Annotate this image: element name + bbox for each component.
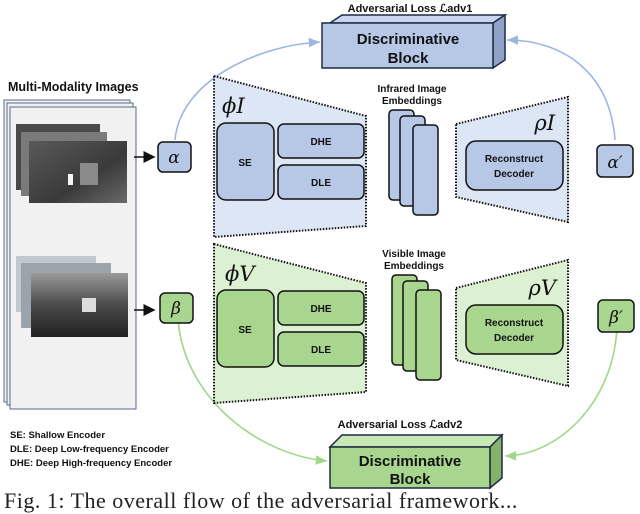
infrared-embeddings [388, 109, 439, 216]
svg-text:β: β [170, 299, 181, 319]
alpha-node: α [157, 141, 192, 173]
se-block-bottom [216, 289, 275, 368]
svg-text:SE: SE [238, 158, 252, 169]
disc-bottom-line2: Block [390, 471, 432, 488]
svg-text:Reconstruct: Reconstruct [485, 318, 544, 329]
svg-text:DHE: DHE [310, 137, 331, 148]
decoder-symbol-rho-v: ρV [527, 276, 557, 300]
legend-se: SE: Shallow Encoder [10, 430, 105, 441]
beta-node: β [159, 292, 194, 324]
framework-diagram: Adversarial Loss ℒadv1 Discriminative Bl… [3, 3, 635, 490]
dhe-block-top [277, 123, 365, 159]
infrared-embeddings-label-2: Embeddings [382, 96, 442, 107]
alpha-prime-to-disc-connector [506, 35, 616, 141]
svg-text:SE: SE [238, 325, 252, 336]
abbreviation-legend: SE: Shallow Encoder DLE: Deep Low-freque… [10, 430, 172, 469]
svg-text:DHE: DHE [310, 304, 331, 315]
infrared-decoder: ρI Reconstruct Decoder [455, 95, 569, 224]
se-block-top [216, 122, 275, 201]
visible-decoder: ρV Reconstruct Decoder [455, 258, 569, 388]
decoder-symbol-rho-i: ρI [533, 111, 555, 135]
svg-text:α′: α′ [607, 153, 622, 173]
figure-caption: Fig. 1: The overall flow of the adversar… [4, 488, 518, 513]
alpha-prime-node: α′ [596, 144, 634, 178]
dle-block-top [277, 164, 365, 200]
reconstruct-decoder-bottom [465, 304, 564, 355]
dhe-block-bottom [277, 290, 365, 326]
adversarial-loss-1-label: Adversarial Loss ℒadv1 [348, 3, 473, 15]
legend-dhe: DHE: Deep High-frequency Encoder [10, 458, 172, 469]
discriminative-block-bottom: Discriminative Block [328, 433, 504, 490]
beta-prime-to-disc-connector [504, 324, 618, 461]
disc-top-line2: Block [388, 50, 430, 67]
visible-encoder: ϕV SE DHE DLE [213, 242, 367, 405]
beta-to-disc-connector [177, 319, 328, 465]
infrared-image-front [29, 141, 127, 203]
svg-text:Reconstruct: Reconstruct [485, 154, 544, 165]
visible-image-front [31, 273, 128, 337]
infrared-encoder: ϕI SE DHE DLE [213, 74, 367, 239]
svg-text:DLE: DLE [311, 178, 331, 189]
adversarial-loss-2-label: Adversarial Loss ℒadv2 [338, 419, 463, 431]
visible-embeddings-label-1: Visible Image [382, 249, 446, 260]
svg-text:Decoder: Decoder [494, 333, 534, 344]
multi-modality-title: Multi-Modality Images [8, 80, 139, 94]
disc-top-line1: Discriminative [357, 31, 460, 48]
infrared-embeddings-label-1: Infrared Image [378, 84, 447, 95]
encoder-symbol-phi-i: ϕI [222, 94, 245, 118]
alpha-to-disc-connector [174, 37, 321, 141]
visible-embeddings-label-2: Embeddings [384, 261, 444, 272]
legend-dle: DLE: Deep Low-frequency Encoder [10, 444, 169, 455]
disc-bottom-line1: Discriminative [359, 453, 462, 470]
svg-text:Decoder: Decoder [494, 169, 534, 180]
reconstruct-decoder-top [465, 140, 564, 191]
discriminative-block-top: Discriminative Block [321, 13, 508, 70]
visible-embeddings [391, 274, 442, 381]
svg-text:β′: β′ [608, 308, 623, 328]
svg-text:DLE: DLE [311, 345, 331, 356]
dle-block-bottom [277, 331, 365, 367]
svg-text:α: α [168, 148, 180, 168]
person-silhouette [68, 174, 73, 185]
beta-prime-node: β′ [597, 299, 635, 333]
encoder-symbol-phi-v: ϕV [225, 262, 256, 286]
image-stack [3, 99, 137, 410]
